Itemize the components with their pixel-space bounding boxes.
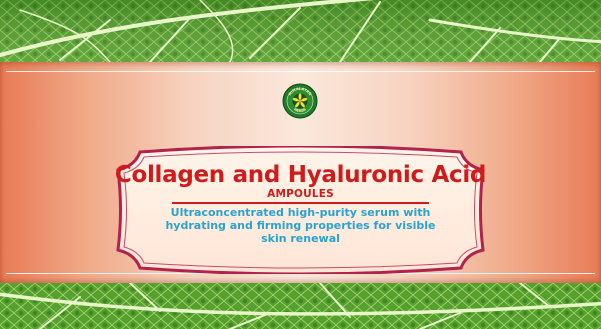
subtitle-rule	[172, 202, 429, 204]
description-line: hydrating and firming properties for vis…	[165, 219, 436, 232]
leaf-texture-top	[0, 0, 601, 62]
description-line: skin renewal	[261, 232, 340, 245]
product-description: Ultraconcentrated high-purity serum with…	[142, 206, 459, 245]
band-top-rule	[6, 71, 595, 72]
logo-ring-text-bottom: HERBS	[293, 107, 307, 113]
leaf-texture-bottom	[0, 283, 601, 329]
brand-logo: HIMALAYAN HERBS	[282, 83, 318, 119]
product-plaque: Collagen and Hyaluronic Acid AMPOULES Ul…	[112, 146, 489, 274]
svg-text:HERBS: HERBS	[293, 107, 307, 113]
product-title: Collagen and Hyaluronic Acid	[114, 162, 487, 188]
product-subtitle: AMPOULES	[267, 188, 334, 200]
flower-icon	[292, 93, 308, 108]
description-line: Ultraconcentrated high-purity serum with	[170, 206, 431, 219]
